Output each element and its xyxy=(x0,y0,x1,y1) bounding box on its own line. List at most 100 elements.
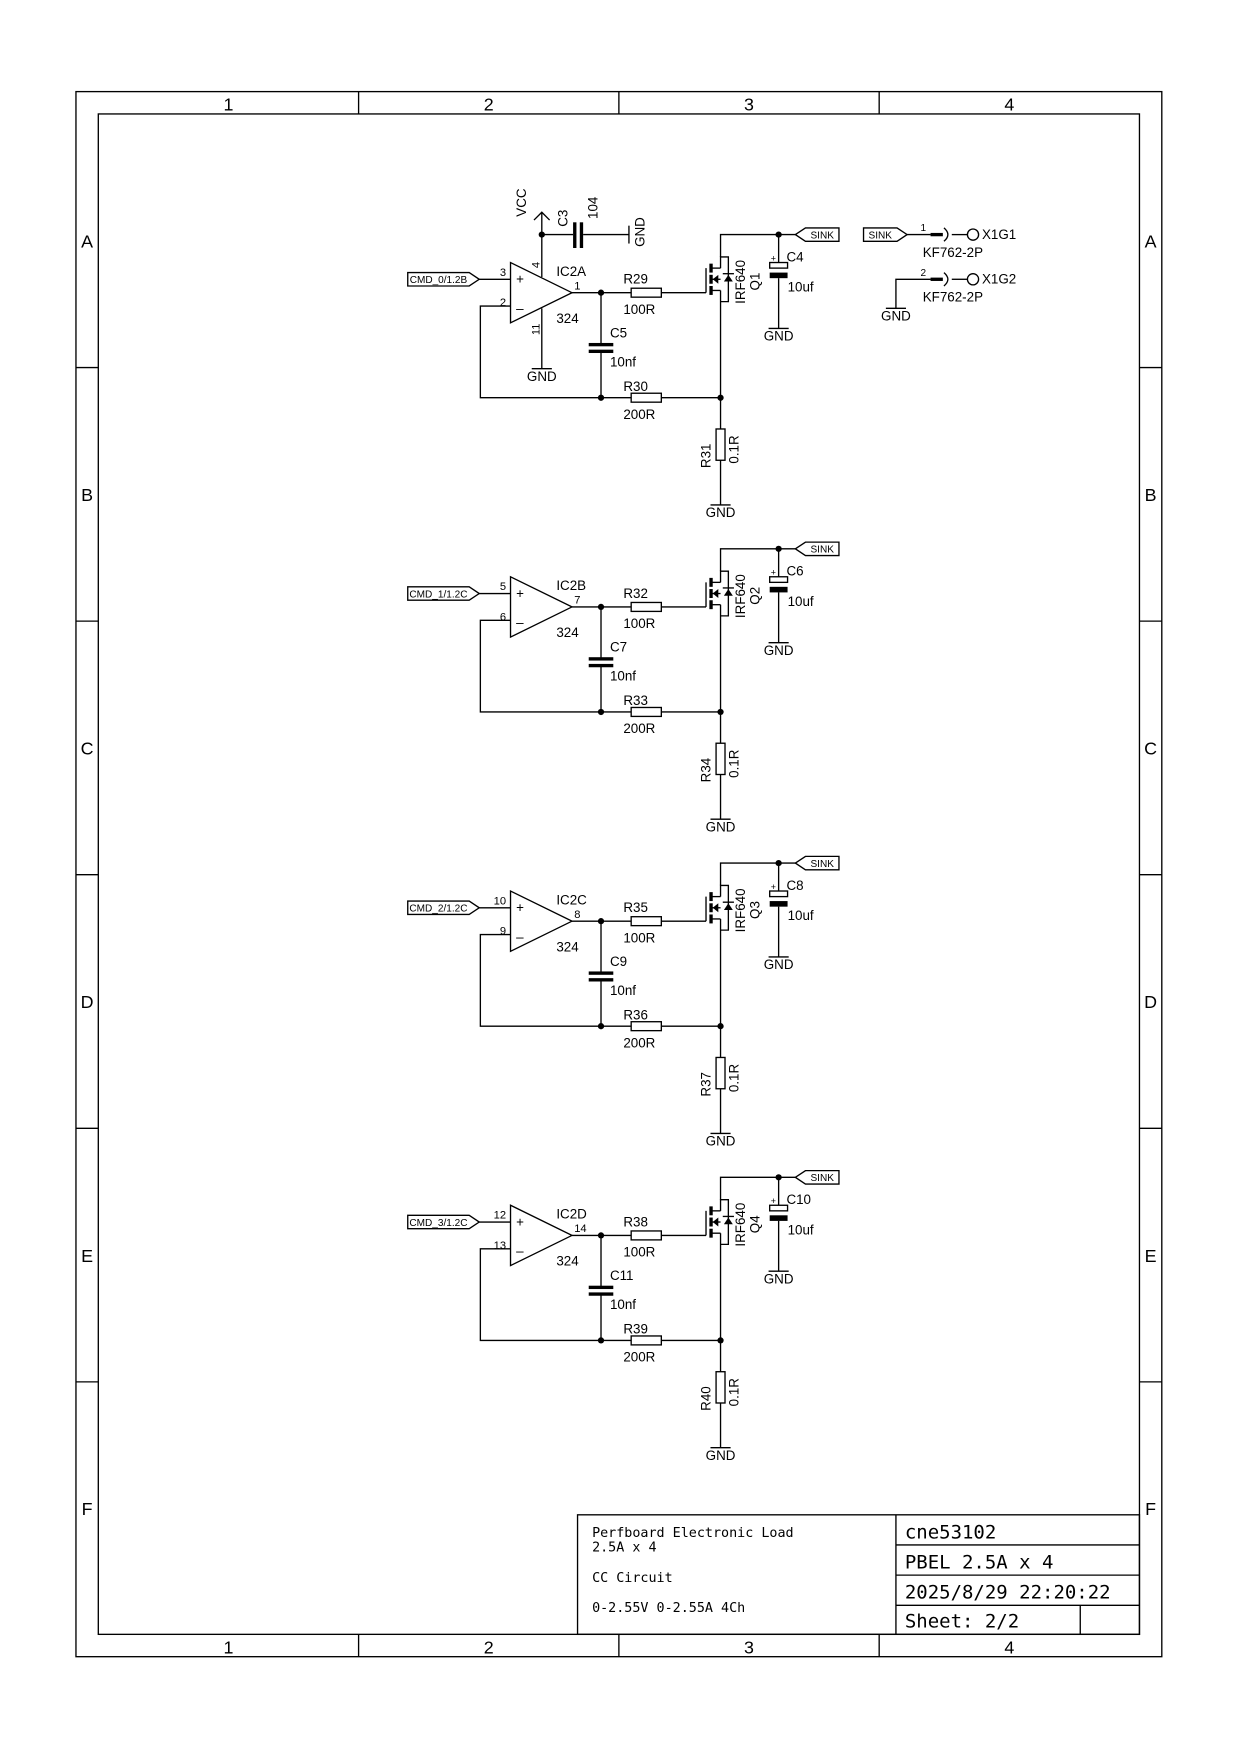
connector-pin xyxy=(930,277,943,281)
sink-net-label-text: SINK xyxy=(810,545,834,556)
mosfet xyxy=(705,570,734,617)
cmd-net-label-text: CMD_0/1.2B xyxy=(410,275,468,286)
capacitor-plate xyxy=(588,342,614,347)
connector-pin xyxy=(930,232,943,237)
pin-number: 7 xyxy=(574,595,580,607)
channel-segment xyxy=(709,914,713,924)
channel-segment xyxy=(709,1217,713,1227)
resistor xyxy=(715,428,726,461)
resistor xyxy=(630,916,663,927)
channel-segment xyxy=(709,263,713,273)
pin-number: 4 xyxy=(531,262,543,268)
resistor xyxy=(715,1371,726,1404)
capacitor-plate-negative xyxy=(769,901,788,907)
connector-terminal xyxy=(966,273,980,286)
row-label: A xyxy=(81,231,93,251)
vcc-label: VCC xyxy=(514,188,529,217)
resistor-ref: R36 xyxy=(623,1007,648,1022)
capacitor-ref: C6 xyxy=(786,564,803,579)
channel-segment xyxy=(709,600,713,610)
sink-net-label xyxy=(862,227,909,242)
row-label: D xyxy=(81,992,94,1012)
minus-sign: – xyxy=(516,1244,524,1259)
sink-net-label xyxy=(794,227,840,242)
row-label: C xyxy=(81,739,94,759)
column-label: 3 xyxy=(744,1637,754,1657)
wire xyxy=(479,305,632,399)
body-diode xyxy=(723,589,733,596)
resistor-value: 200R xyxy=(623,407,655,422)
capacitor-plate-positive xyxy=(769,261,789,269)
spec: 0-2.55V 0-2.55A 4Ch xyxy=(592,1601,745,1616)
pin-number: 9 xyxy=(500,926,506,938)
ground-label: GND xyxy=(764,329,794,344)
vcc-arrow xyxy=(533,211,551,221)
mosfet-part: IRF640 xyxy=(733,888,748,932)
author: cne53102 xyxy=(905,1521,996,1543)
resistor-ref: R32 xyxy=(623,586,648,601)
resistor-value: 0.1R xyxy=(726,749,741,778)
row-label: A xyxy=(1145,231,1157,251)
cmd-net-label xyxy=(407,586,481,601)
description: 2.5A x 4 xyxy=(592,1541,657,1556)
capacitor-value: 10uf xyxy=(788,280,814,295)
polarity-plus: + xyxy=(771,1196,776,1206)
capacitor-value: 10uf xyxy=(788,1222,814,1237)
resistor-value: 100R xyxy=(623,302,655,317)
connector-part: KF762-2P xyxy=(923,245,983,260)
resistor-value: 100R xyxy=(623,1245,655,1260)
polarity-plus: + xyxy=(771,882,776,892)
cmd-net-label xyxy=(407,271,481,287)
plus-sign: + xyxy=(516,272,524,287)
channel-segment xyxy=(709,903,713,913)
resistor-ref: R34 xyxy=(698,757,713,782)
resistor-ref: R30 xyxy=(623,379,648,394)
body-diode xyxy=(723,1217,733,1225)
ground-label: GND xyxy=(706,819,736,834)
plus-sign: + xyxy=(516,1214,524,1229)
capacitor-ref: C3 xyxy=(555,210,570,227)
mosfet xyxy=(705,1199,734,1246)
cmd-net-label-text: CMD_2/1.2C xyxy=(409,904,467,915)
opamp-ref: IC2D xyxy=(556,1207,587,1222)
capacitor-value: 104 xyxy=(586,196,601,219)
body-diode xyxy=(723,274,733,282)
resistor xyxy=(630,1230,663,1241)
resistor-value: 100R xyxy=(623,930,655,945)
resistor-value: 0.1R xyxy=(726,1063,741,1092)
capacitor-ref: C4 xyxy=(786,249,804,264)
ground-label: GND xyxy=(881,309,911,324)
connector-name: X1G1 xyxy=(982,227,1016,242)
opamp xyxy=(509,575,574,639)
capacitor-ref: C7 xyxy=(610,640,627,655)
mosfet-ref: Q1 xyxy=(748,273,763,291)
resistor-value: 200R xyxy=(623,721,655,736)
row-label: B xyxy=(81,485,93,505)
capacitor-plate-negative xyxy=(769,272,788,279)
minus-sign: – xyxy=(516,615,524,630)
pin-number: 3 xyxy=(500,267,506,279)
ground-label: GND xyxy=(764,957,794,972)
sink-net-label xyxy=(794,1169,840,1185)
capacitor-plate xyxy=(588,1285,614,1290)
resistor-ref: R40 xyxy=(698,1386,713,1411)
row-label: E xyxy=(81,1246,93,1266)
cmd-net-label xyxy=(407,1214,481,1230)
resistor-ref: R38 xyxy=(623,1214,648,1229)
resistor xyxy=(630,1335,663,1346)
opamp-ref: IC2B xyxy=(556,578,586,593)
ground-label: GND xyxy=(764,1271,794,1286)
mosfet xyxy=(705,884,734,931)
resistor-value: 0.1R xyxy=(726,1378,741,1407)
capacitor-plate xyxy=(588,663,614,668)
mosfet-ref: Q3 xyxy=(748,901,763,919)
opamp xyxy=(509,889,574,953)
resistor-ref: R33 xyxy=(623,693,648,708)
ground-label: GND xyxy=(764,643,794,658)
ground-label: GND xyxy=(706,1134,736,1149)
cmd-net-label-text: CMD_1/1.2C xyxy=(409,589,467,600)
column-label: 1 xyxy=(223,95,233,115)
